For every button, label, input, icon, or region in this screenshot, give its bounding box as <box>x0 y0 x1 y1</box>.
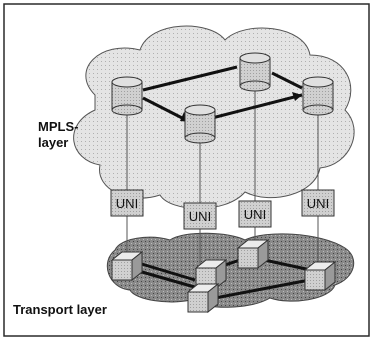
router-cylinder-icon <box>184 104 216 144</box>
mpls-layer-label-line2: layer <box>38 135 68 150</box>
transport-cloud <box>106 232 355 308</box>
router-cylinder-icon <box>239 52 271 92</box>
uni-label: UNI <box>244 207 266 222</box>
switch-cube-icon <box>303 260 337 292</box>
uni-box-icon: UNI <box>238 200 272 228</box>
uni-label: UNI <box>116 196 138 211</box>
uni-box-icon: UNI <box>301 189 335 217</box>
uni-label: UNI <box>189 209 211 224</box>
router-cylinder-icon <box>302 76 334 116</box>
switch-cube-icon <box>110 250 144 282</box>
uni-box-icon: UNI <box>110 189 144 217</box>
uni-box-icon: UNI <box>183 202 217 230</box>
switch-cube-icon <box>194 258 228 290</box>
transport-layer-label: Transport layer <box>13 302 107 317</box>
mpls-layer-label: MPLS- <box>38 119 78 134</box>
switch-cube-icon <box>186 282 220 314</box>
uni-label: UNI <box>307 196 329 211</box>
switch-cube-icon <box>236 238 270 270</box>
arrow-head <box>292 92 302 101</box>
router-cylinder-icon <box>111 76 143 116</box>
